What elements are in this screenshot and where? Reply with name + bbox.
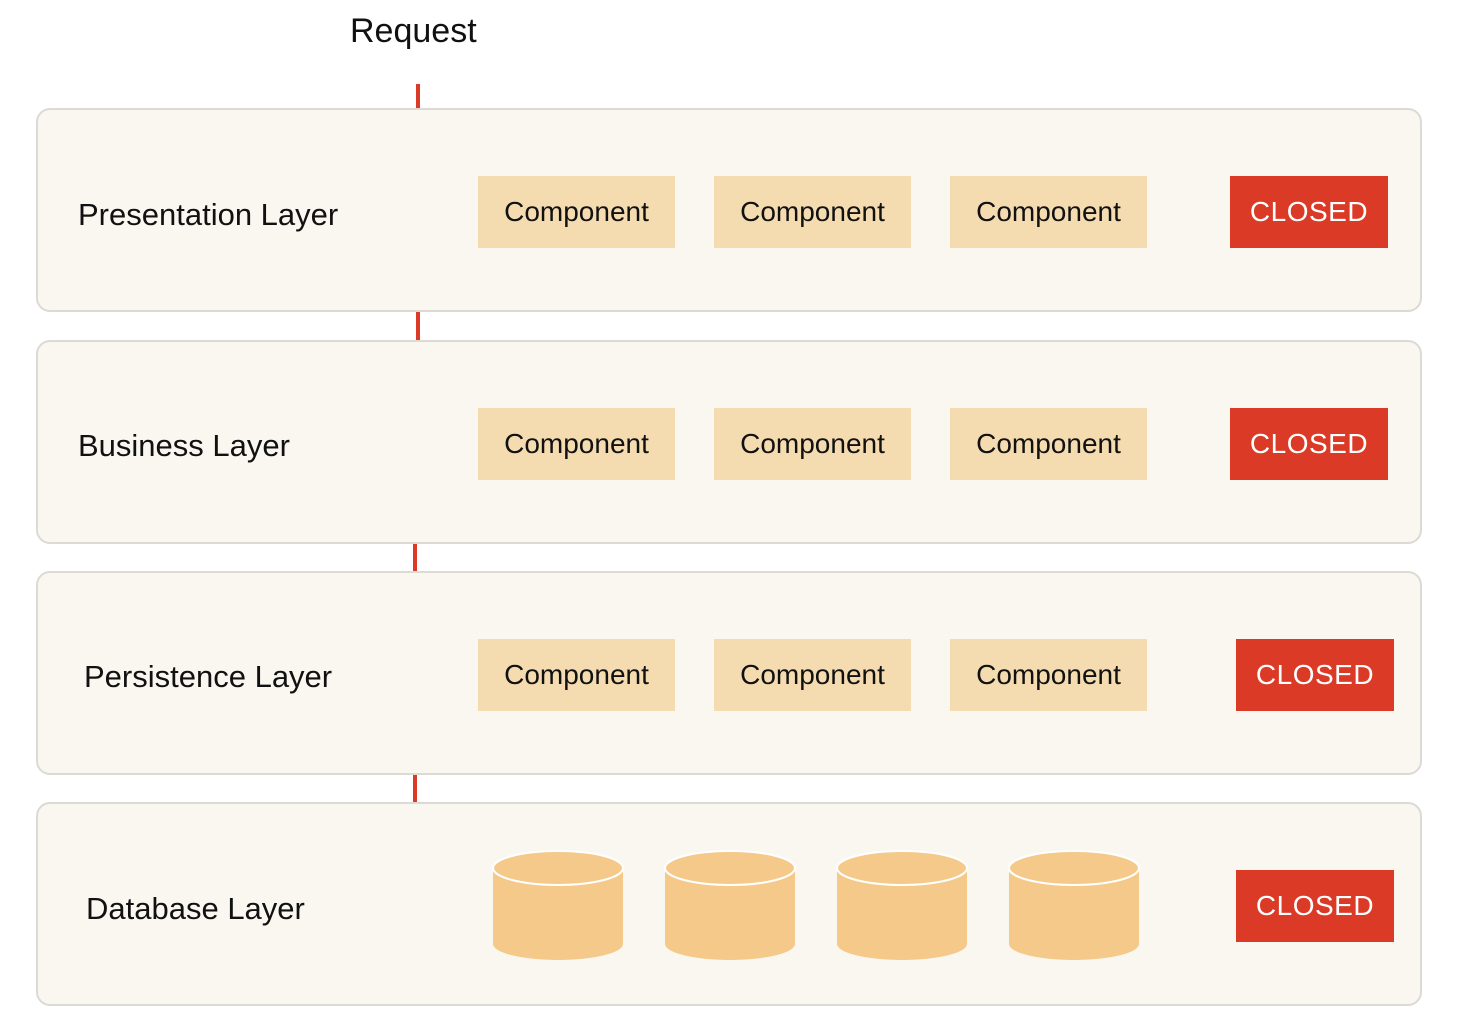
component-box: Component bbox=[950, 408, 1147, 480]
persistence-layer: Persistence Layer Component Component Co… bbox=[36, 571, 1422, 775]
component-box: Component bbox=[950, 176, 1147, 248]
request-label: Request bbox=[350, 12, 477, 50]
database-icon bbox=[1008, 850, 1140, 960]
closed-badge: CLOSED bbox=[1230, 408, 1388, 480]
layer-label: Persistence Layer bbox=[84, 659, 333, 694]
closed-badge: CLOSED bbox=[1236, 870, 1394, 942]
component-box: Component bbox=[714, 639, 911, 711]
component-box: Component bbox=[714, 408, 911, 480]
component-box: Component bbox=[714, 176, 911, 248]
layer-label: Database Layer bbox=[86, 891, 305, 926]
database-icon bbox=[492, 850, 624, 960]
component-box: Component bbox=[950, 639, 1147, 711]
business-layer: Business Layer Component Component Compo… bbox=[36, 340, 1422, 544]
database-icon bbox=[664, 850, 796, 960]
component-box: Component bbox=[478, 176, 675, 248]
closed-badge: CLOSED bbox=[1236, 639, 1394, 711]
component-box: Component bbox=[478, 639, 675, 711]
database-icon bbox=[836, 850, 968, 960]
component-box: Component bbox=[478, 408, 675, 480]
layer-label: Business Layer bbox=[78, 428, 290, 463]
presentation-layer: Presentation Layer Component Component C… bbox=[36, 108, 1422, 312]
layer-label: Presentation Layer bbox=[78, 197, 339, 232]
closed-badge: CLOSED bbox=[1230, 176, 1388, 248]
